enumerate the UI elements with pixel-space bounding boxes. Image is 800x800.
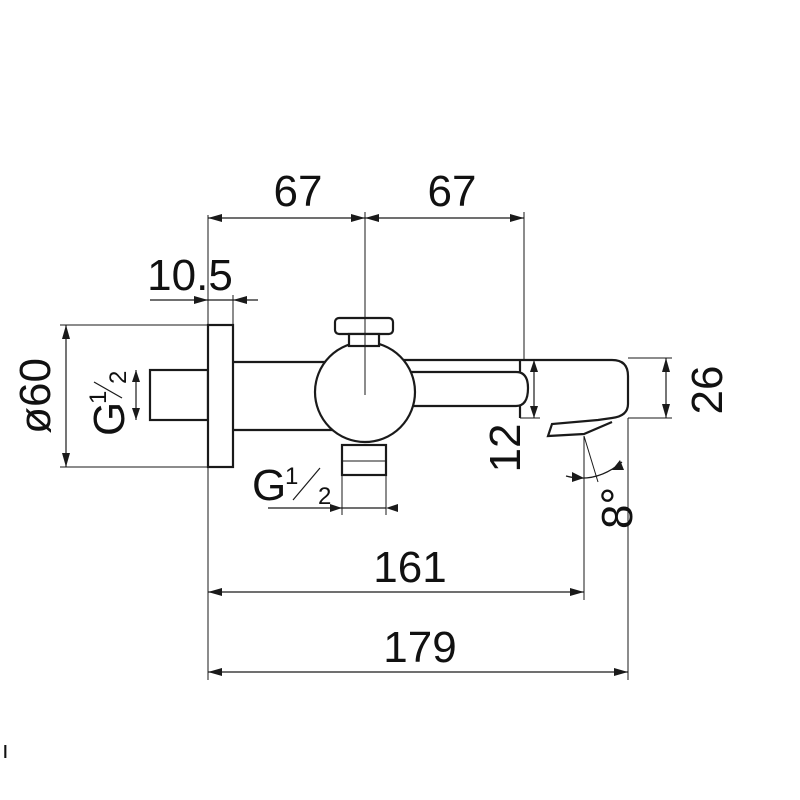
body-tube: [233, 360, 335, 432]
svg-text:G: G: [85, 402, 134, 436]
corner-mark: ı: [2, 737, 9, 764]
dim-flange-thickness: 10.5: [147, 251, 233, 300]
svg-text:2: 2: [105, 371, 132, 384]
svg-text:2: 2: [318, 483, 331, 510]
wall-pipe: [148, 368, 210, 422]
dim-spout-offset: 12: [481, 424, 530, 473]
dim-spout-height: 26: [683, 366, 732, 415]
dim-angle: 8°: [593, 487, 642, 529]
dim-offset-left: 67: [274, 167, 323, 216]
dim-overall-length: 179: [383, 623, 456, 672]
bottom-outlet: [340, 443, 388, 477]
wall-flange: [206, 323, 235, 469]
dim-flange-diameter: ø60: [11, 358, 60, 434]
top-knob: [333, 316, 395, 336]
extension-lines: [60, 212, 672, 680]
dim-wall-thread: G 1 2: [85, 371, 134, 436]
spout-inner-slot: [400, 370, 530, 408]
dim-length-to-outlet: 161: [373, 543, 446, 592]
svg-text:1: 1: [285, 463, 298, 490]
svg-text:G: G: [252, 461, 286, 510]
spout: [395, 358, 630, 438]
dim-outlet-thread: G 1 2: [252, 461, 331, 510]
svg-text:1: 1: [85, 391, 112, 404]
dim-offset-right: 67: [428, 167, 477, 216]
